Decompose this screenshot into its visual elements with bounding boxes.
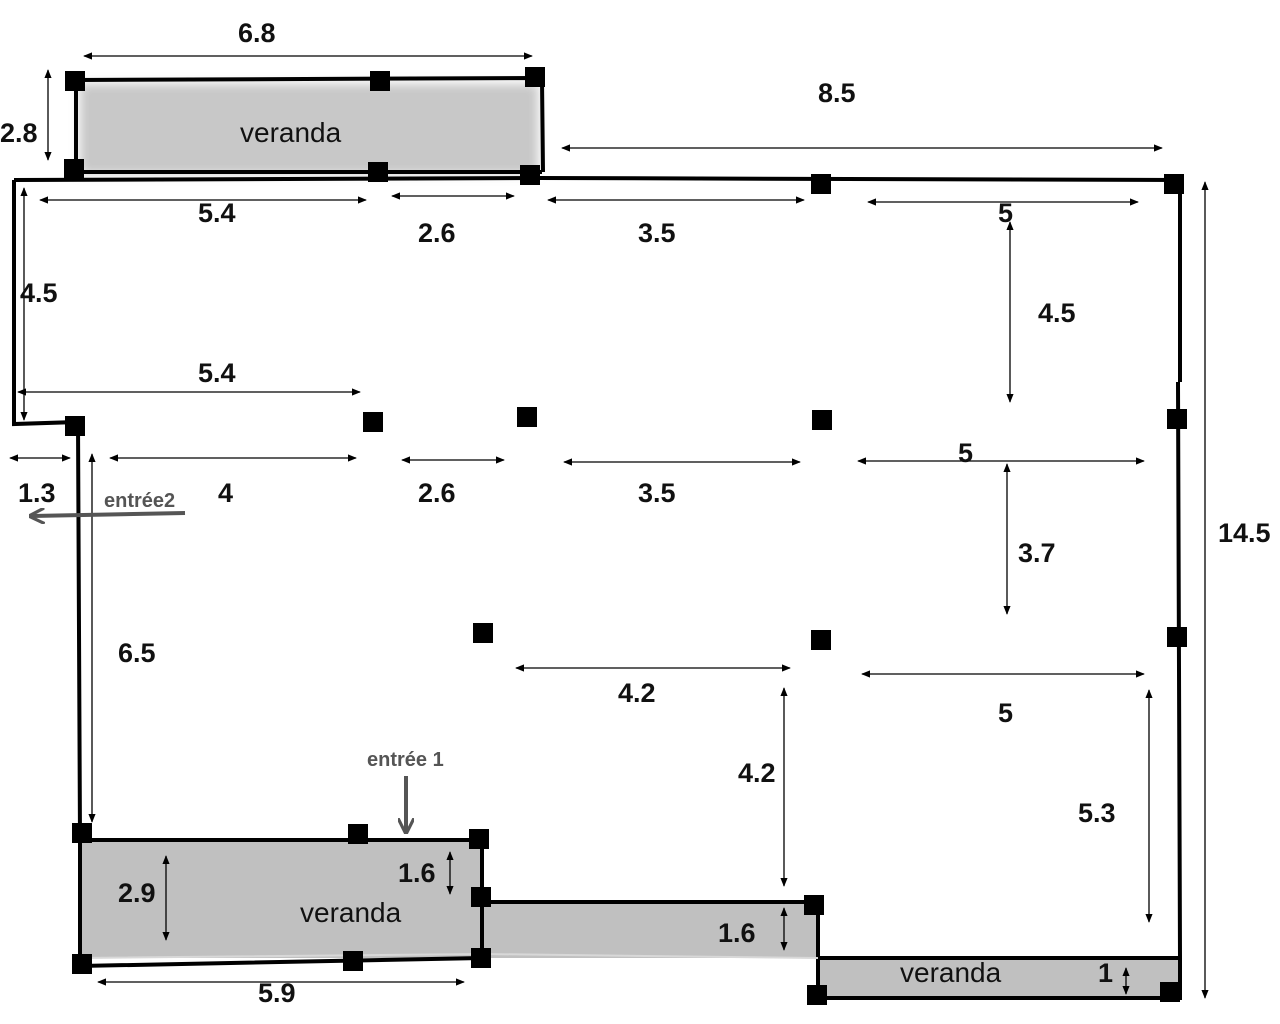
dim-label-row2-left: 5.4 [198, 358, 236, 388]
dimension-labels: 6.8 2.8 8.5 5.4 2.6 3.5 5 4.5 4.5 5.4 1.… [0, 18, 1271, 1008]
pillar [72, 823, 92, 843]
pillar [370, 71, 390, 91]
dim-label-mid-col: 4.2 [738, 758, 776, 788]
pillar [473, 623, 493, 643]
entry2-label: entrée2 [104, 490, 175, 512]
pillar [812, 410, 832, 430]
dim-label-right-col2: 3.7 [1018, 538, 1056, 568]
dim-label-left-col: 6.5 [118, 638, 156, 668]
entry1-label: entrée 1 [367, 749, 444, 771]
pillar [65, 416, 85, 436]
dim-label-row1-mid: 3.5 [638, 218, 676, 248]
pillar [1164, 174, 1184, 194]
bottom-left-veranda-fill [80, 840, 818, 958]
dim-label-total-depth: 14.5 [1218, 518, 1271, 548]
pillar [64, 159, 84, 179]
pillar [525, 67, 545, 87]
dim-label-row1-gap: 2.6 [418, 218, 456, 248]
entry2-arrow [32, 513, 186, 516]
dim-label-br-veranda-depth: 1 [1098, 958, 1113, 988]
dim-label-mid-veranda-depth: 1.6 [718, 918, 756, 948]
top-veranda-label: veranda [240, 117, 342, 148]
bottom-left-veranda-label: veranda [300, 897, 402, 928]
dim-label-row4-right: 5 [998, 698, 1013, 728]
dim-label-bl-veranda-depth: 2.9 [118, 878, 156, 908]
dim-label-left-wing-depth: 4.5 [20, 278, 58, 308]
pillar [471, 948, 491, 968]
pillar [1160, 982, 1180, 1002]
pillar [471, 887, 491, 907]
dim-label-right-col1: 4.5 [1038, 298, 1076, 328]
pillar [72, 954, 92, 974]
dim-label-top-right-span: 8.5 [818, 78, 856, 108]
pillar [469, 829, 489, 849]
pillar [1167, 409, 1187, 429]
dim-label-row3-b: 2.6 [418, 478, 456, 508]
dim-label-bottom-width: 5.9 [258, 978, 296, 1008]
dim-label-top-veranda-depth: 2.8 [0, 118, 38, 148]
dim-label-row3-d: 5 [958, 438, 973, 468]
pillar [1167, 627, 1187, 647]
pillar [520, 165, 540, 185]
dim-label-bl-veranda-step: 1.6 [398, 858, 436, 888]
pillar [811, 174, 831, 194]
dim-label-row4-mid: 4.2 [618, 678, 656, 708]
dim-label-right-col3: 5.3 [1078, 798, 1116, 828]
top-veranda-fill [80, 84, 538, 174]
pillar [517, 407, 537, 427]
bottom-right-veranda-label: veranda [900, 957, 1002, 988]
dim-label-row3-c: 3.5 [638, 478, 676, 508]
bottom-right-veranda-fill [818, 958, 1180, 998]
pillar [348, 824, 368, 844]
pillar [811, 630, 831, 650]
main-wall [12, 175, 1183, 960]
pillar [807, 985, 827, 1005]
pillar [65, 71, 85, 91]
dim-label-row3-offset: 1.3 [18, 478, 56, 508]
pillar [804, 895, 824, 915]
pillar [343, 951, 363, 971]
entries: entrée2 entrée 1 [32, 490, 444, 831]
dim-label-row3-a: 4 [218, 478, 233, 508]
bottom-verandas [80, 840, 1180, 998]
pillar [368, 162, 388, 182]
pillars [64, 67, 1187, 1005]
pillar [363, 412, 383, 432]
dim-label-row1-left: 5.4 [198, 198, 236, 228]
dim-label-top-veranda-width: 6.8 [238, 18, 276, 48]
dim-label-row1-right: 5 [998, 198, 1013, 228]
